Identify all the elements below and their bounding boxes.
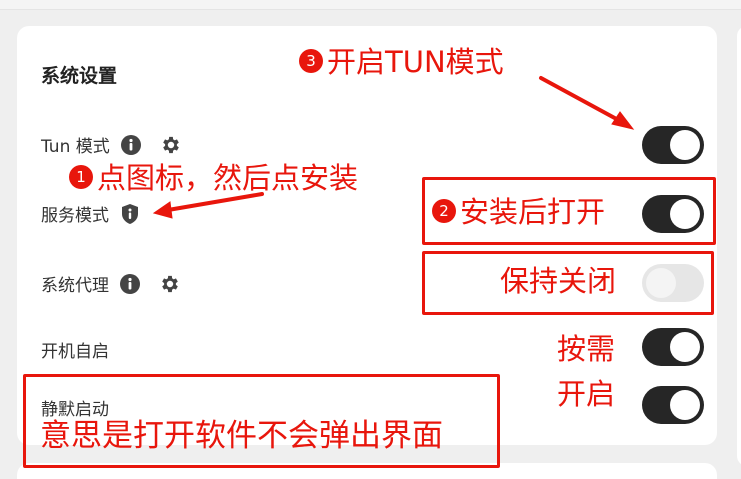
toggle-knob bbox=[670, 130, 700, 160]
section-title: 系统设置 bbox=[41, 65, 118, 87]
silent-start-toggle[interactable] bbox=[642, 386, 704, 424]
annotation-on-demand-1: 按需 bbox=[557, 332, 616, 366]
annotation-box-silent bbox=[23, 374, 500, 468]
auto-start-toggle[interactable] bbox=[642, 328, 704, 366]
step-badge: 2 bbox=[432, 199, 456, 223]
toggle-knob bbox=[646, 268, 676, 298]
toggle-knob bbox=[670, 390, 700, 420]
annotation-box-proxy bbox=[422, 251, 714, 315]
system-proxy-toggle[interactable] bbox=[642, 264, 704, 302]
adjacent-card bbox=[737, 26, 741, 466]
silent-start-label: 静默启动 bbox=[41, 400, 109, 420]
toggle-knob bbox=[670, 199, 700, 229]
top-bar bbox=[0, 0, 741, 10]
row-system-proxy: 系统代理 bbox=[41, 271, 199, 296]
auto-start-label: 开机自启 bbox=[41, 342, 109, 362]
toggle-knob bbox=[670, 332, 700, 362]
row-silent-start: 静默启动 bbox=[41, 395, 119, 420]
annotation-on-demand-2: 开启 bbox=[557, 377, 616, 411]
annotation-text: 开启TUN模式 bbox=[327, 45, 504, 79]
tun-mode-toggle[interactable] bbox=[642, 126, 704, 164]
shield-info-icon[interactable] bbox=[119, 203, 141, 225]
row-tun-mode: Tun 模式 bbox=[41, 132, 200, 157]
gear-icon[interactable] bbox=[160, 134, 182, 156]
system-proxy-label: 系统代理 bbox=[41, 276, 109, 296]
tun-mode-label: Tun 模式 bbox=[41, 137, 110, 157]
annotation-text: 安装后打开 bbox=[460, 195, 606, 229]
row-service-mode: 服务模式 bbox=[41, 201, 159, 226]
gear-icon[interactable] bbox=[159, 273, 181, 295]
annotation-box-service bbox=[422, 177, 716, 245]
info-icon[interactable] bbox=[119, 273, 141, 295]
annotation-keep-off: 保持关闭 bbox=[500, 264, 617, 298]
annotation-text: 点图标，然后点安装 bbox=[97, 161, 359, 195]
step-badge: 3 bbox=[299, 49, 323, 73]
step-badge: 1 bbox=[69, 165, 93, 189]
info-icon[interactable] bbox=[120, 134, 142, 156]
service-mode-label: 服务模式 bbox=[41, 206, 109, 226]
row-auto-start: 开机自启 bbox=[41, 337, 119, 362]
annotation-silent-note: 意思是打开软件不会弹出界面 bbox=[40, 418, 443, 454]
service-mode-toggle[interactable] bbox=[642, 195, 704, 233]
